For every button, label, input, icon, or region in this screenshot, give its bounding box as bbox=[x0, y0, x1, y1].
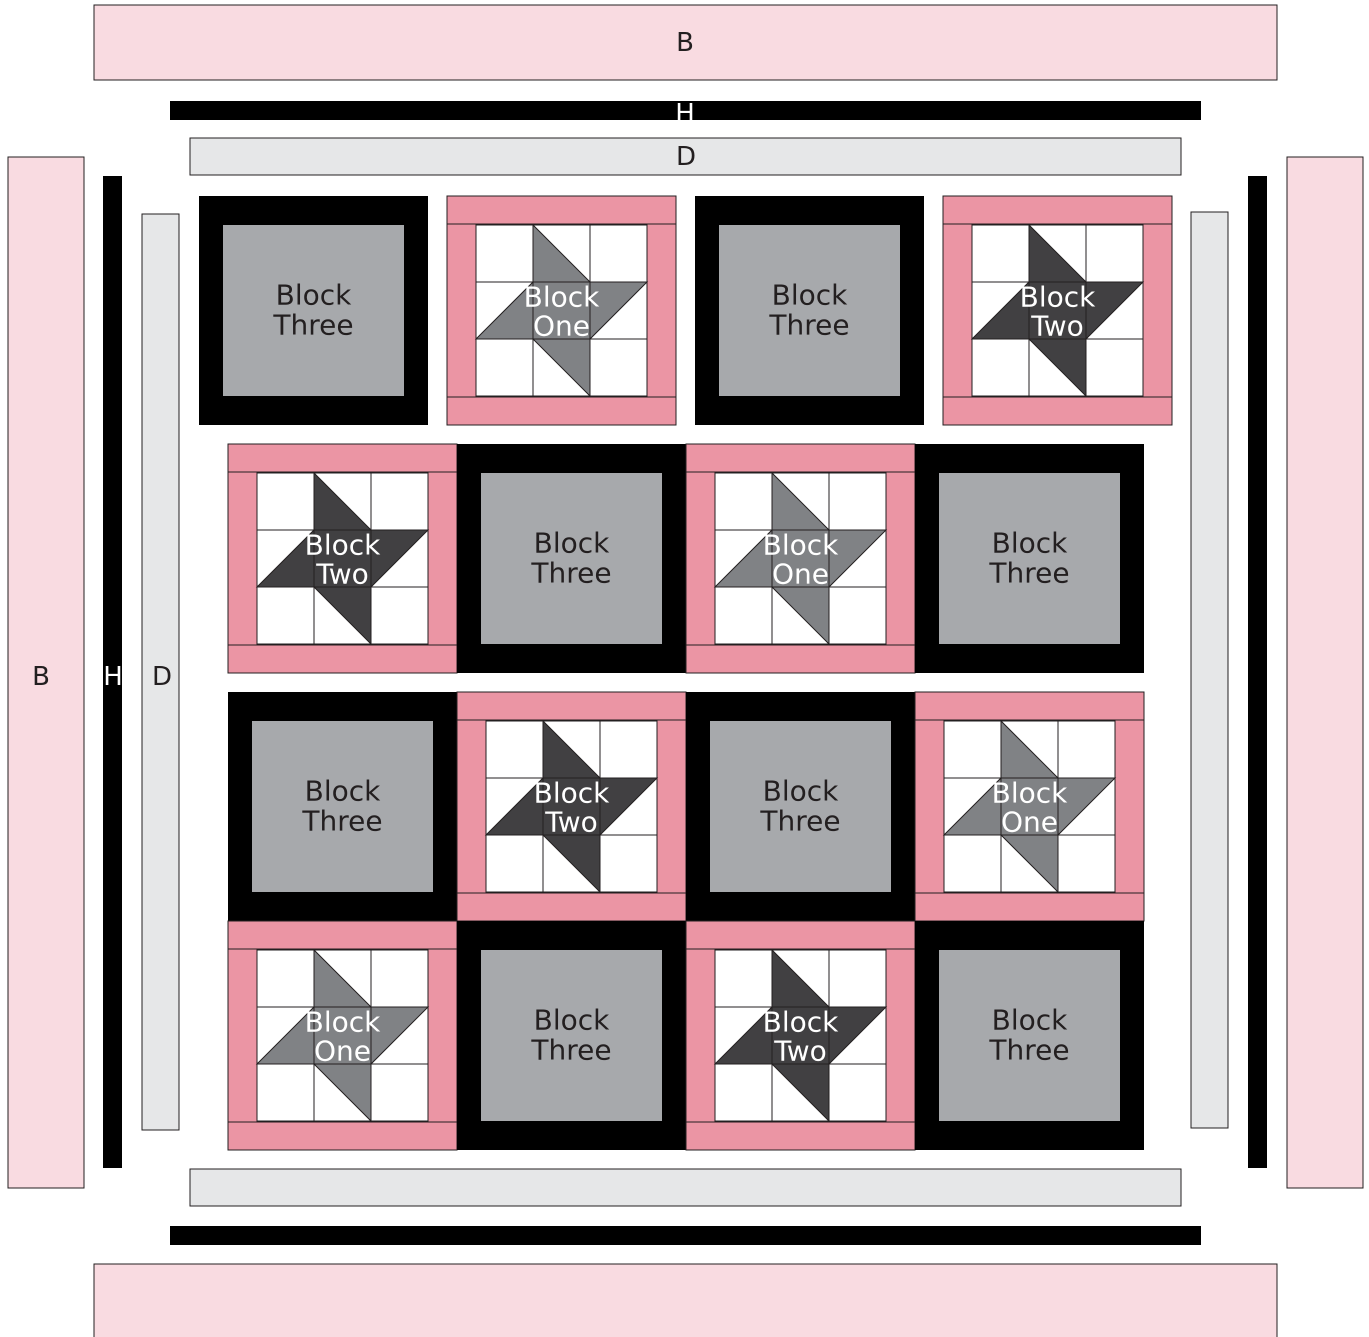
block-label-line2: One bbox=[1001, 806, 1058, 839]
border-h-right bbox=[1248, 176, 1267, 1168]
block-label-line1: Block bbox=[534, 1004, 611, 1037]
block-label-line2: One bbox=[314, 1035, 371, 1068]
border-d-top-label: D bbox=[676, 142, 696, 172]
border-h-left-label: H bbox=[103, 662, 123, 692]
block-label-line1: Block bbox=[772, 279, 849, 312]
block-label-line1: Block bbox=[276, 279, 353, 312]
block-label-line2: Three bbox=[530, 1034, 611, 1067]
border-b-bottom bbox=[94, 1264, 1277, 1337]
block-label-line1: Block bbox=[992, 527, 1069, 560]
border-b-top-label: B bbox=[676, 28, 694, 58]
block-grid: BlockThreeBlockOneBlockThreeBlockTwoBloc… bbox=[199, 196, 1172, 1150]
border-d-bottom bbox=[190, 1169, 1181, 1206]
block-label-line2: One bbox=[533, 310, 590, 343]
block-label-line2: Two bbox=[1030, 310, 1084, 343]
block-label-line2: Three bbox=[530, 557, 611, 590]
block-label-line2: Three bbox=[759, 805, 840, 838]
border-h-top-label: H bbox=[675, 99, 695, 129]
block-label-line2: Two bbox=[544, 806, 598, 839]
block-label-line2: Three bbox=[988, 557, 1069, 590]
border-b-right bbox=[1287, 157, 1363, 1188]
block-label-line1: Block bbox=[763, 775, 840, 808]
block-label-line2: Three bbox=[768, 309, 849, 342]
border-d-left-label: D bbox=[152, 662, 172, 692]
block-label-line2: Two bbox=[315, 558, 369, 591]
block-label-line1: Block bbox=[305, 775, 382, 808]
block-label-line2: Three bbox=[988, 1034, 1069, 1067]
border-d-right bbox=[1191, 212, 1228, 1128]
block-label-line2: Three bbox=[301, 805, 382, 838]
block-label-line2: One bbox=[772, 558, 829, 591]
border-h-bottom bbox=[170, 1226, 1201, 1245]
block-label-line2: Two bbox=[773, 1035, 827, 1068]
block-label-line2: Three bbox=[272, 309, 353, 342]
border-b-left-label: B bbox=[32, 662, 50, 692]
block-label-line1: Block bbox=[992, 1004, 1069, 1037]
block-label-line1: Block bbox=[534, 527, 611, 560]
